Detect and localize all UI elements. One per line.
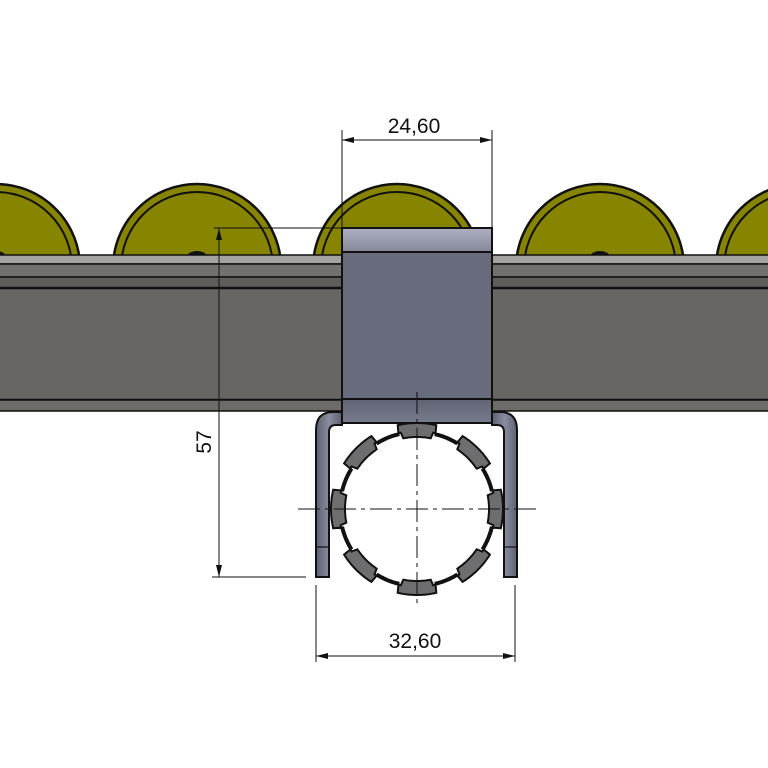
dimension-lines bbox=[212, 130, 516, 662]
roller-wheel bbox=[0, 182, 81, 256]
dimension-height: 57 bbox=[193, 430, 216, 453]
roller-wheel bbox=[515, 182, 685, 256]
centerlines bbox=[298, 392, 538, 605]
clip-legs bbox=[315, 411, 518, 578]
roller-wheel bbox=[112, 182, 282, 256]
dimension-bracket-width: 24,60 bbox=[388, 115, 441, 138]
roller-wheel bbox=[715, 189, 768, 256]
bracket bbox=[341, 227, 493, 424]
dimension-clip-width: 32,60 bbox=[389, 630, 442, 653]
